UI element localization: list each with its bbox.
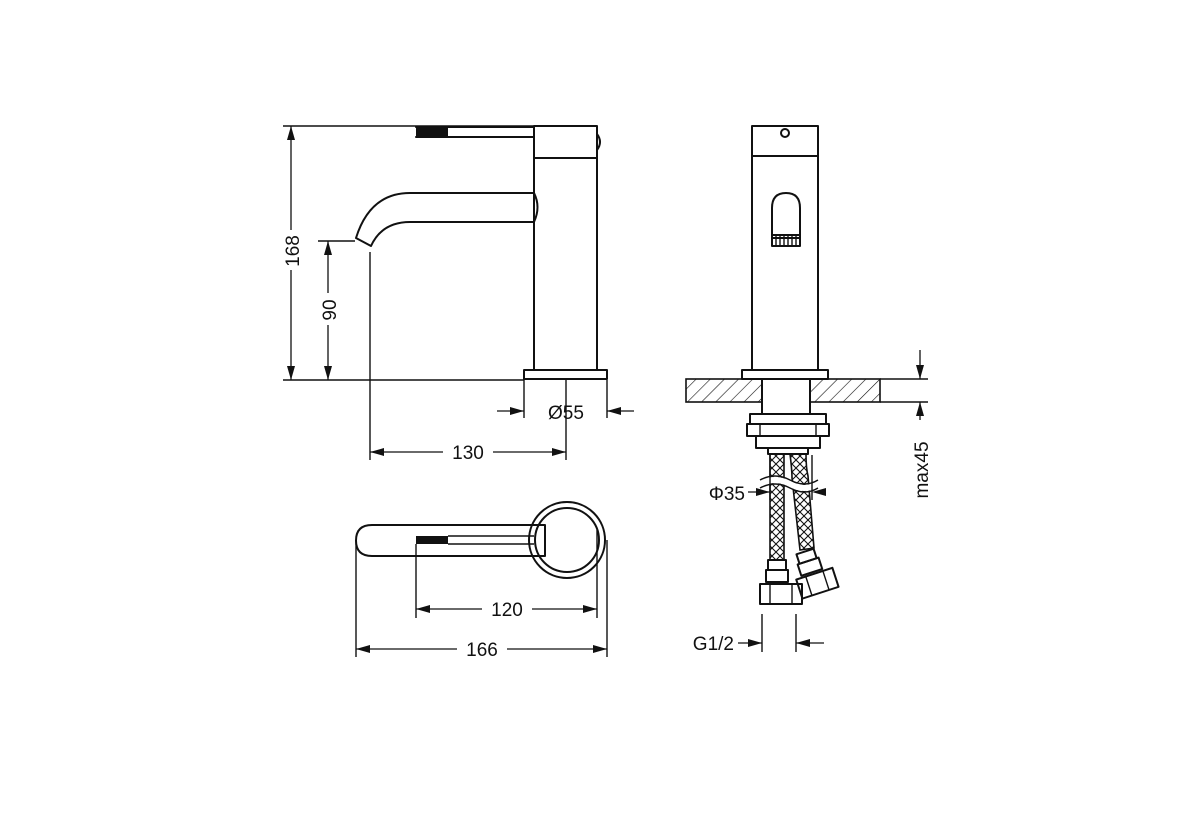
hose-nut-right	[795, 566, 840, 600]
countertop-left	[685, 378, 763, 403]
dim-connection: G1/2	[693, 634, 734, 655]
dim-base-diameter: Ø55	[548, 403, 584, 424]
washer	[749, 413, 827, 425]
dim-hole-diameter: Φ35	[709, 484, 745, 505]
hose-left	[769, 453, 785, 561]
front-view: max45 Φ35 G1/2	[685, 125, 933, 655]
countertop-right	[809, 378, 881, 403]
top-view: 120 166	[355, 501, 608, 661]
aerator	[771, 234, 801, 247]
aerator-slot	[771, 192, 801, 239]
shank	[761, 378, 811, 415]
dim-max-thickness: max45	[912, 441, 933, 498]
side-view: 168 90 130 Ø55	[280, 125, 634, 464]
dim-lever-length: 120	[491, 600, 523, 621]
lever-grip	[416, 128, 448, 136]
dim-spout-height: 90	[320, 299, 341, 320]
faucet-cap	[533, 125, 598, 159]
front-body	[751, 155, 819, 371]
body-outer-circle	[528, 501, 606, 579]
lever-top	[355, 524, 546, 557]
dim-overall-length: 166	[466, 640, 498, 661]
base-plate	[523, 369, 608, 380]
faucet-body	[533, 157, 598, 371]
hose-right	[789, 453, 815, 551]
dim-height-total: 168	[283, 235, 304, 267]
spout	[355, 192, 535, 247]
dim-spout-reach: 130	[452, 443, 484, 464]
cap-hole	[780, 128, 790, 138]
body-inner-circle	[534, 507, 600, 573]
hose-nut-left	[759, 583, 803, 605]
front-cap	[751, 125, 819, 157]
